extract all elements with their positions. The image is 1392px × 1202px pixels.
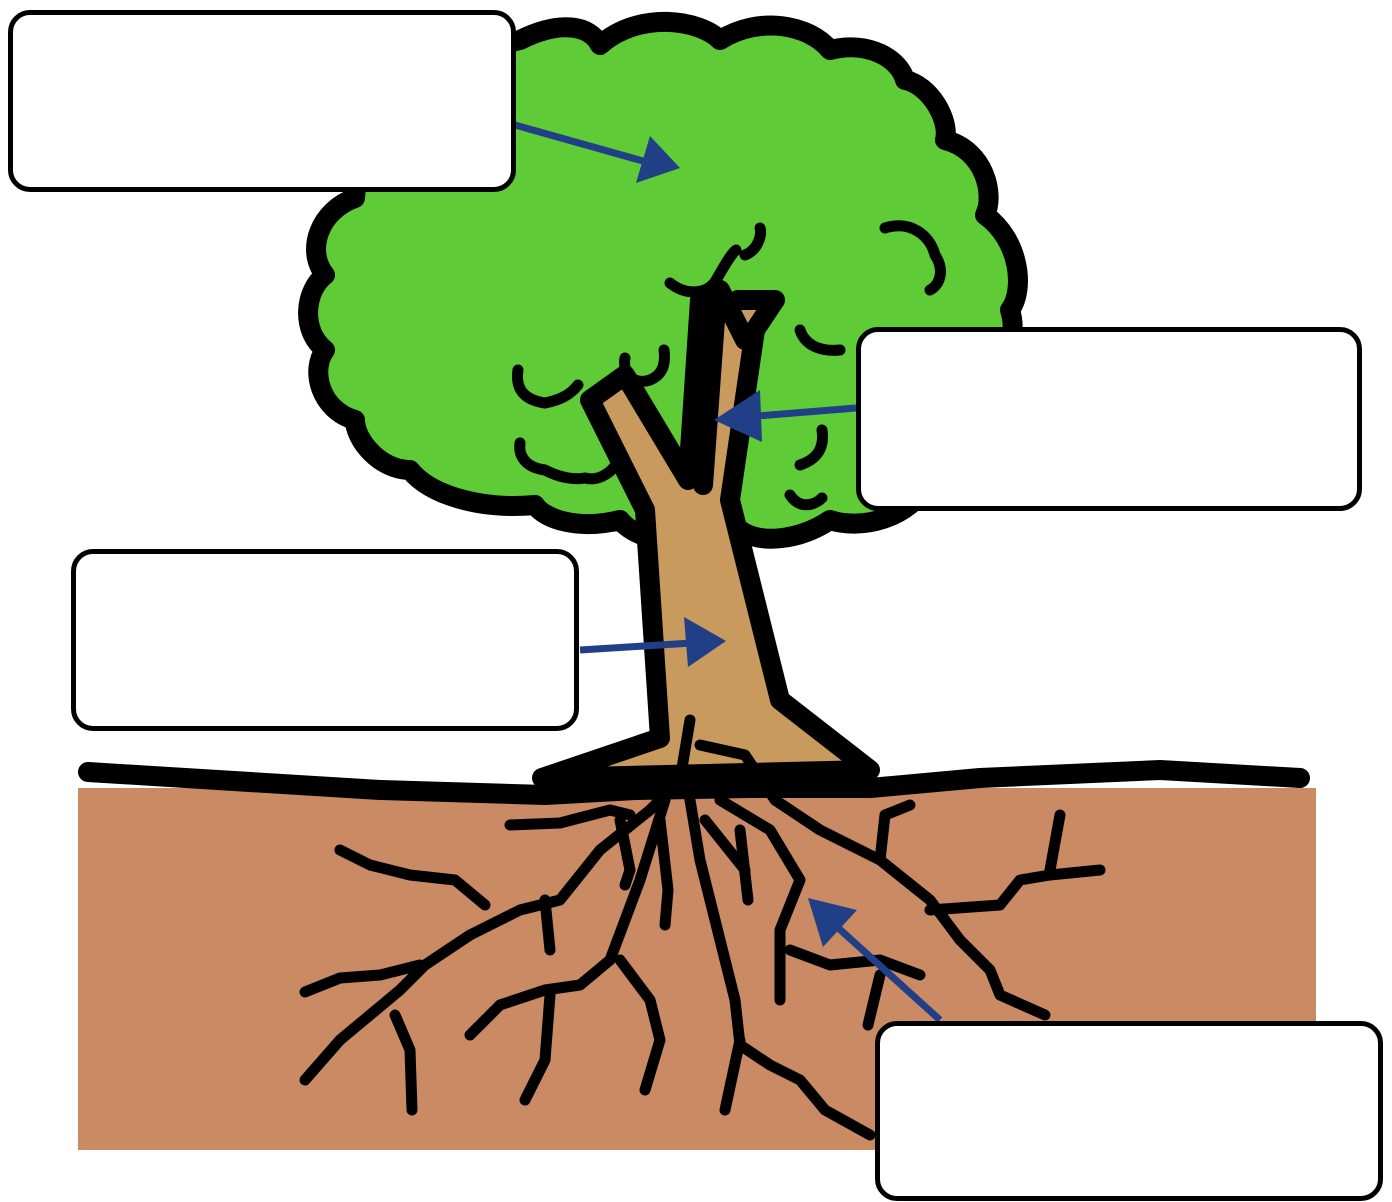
label-box-leaves[interactable] — [8, 10, 516, 192]
label-box-trunk[interactable] — [71, 549, 579, 731]
label-box-branches[interactable] — [856, 327, 1362, 511]
label-box-roots[interactable] — [875, 1021, 1383, 1201]
